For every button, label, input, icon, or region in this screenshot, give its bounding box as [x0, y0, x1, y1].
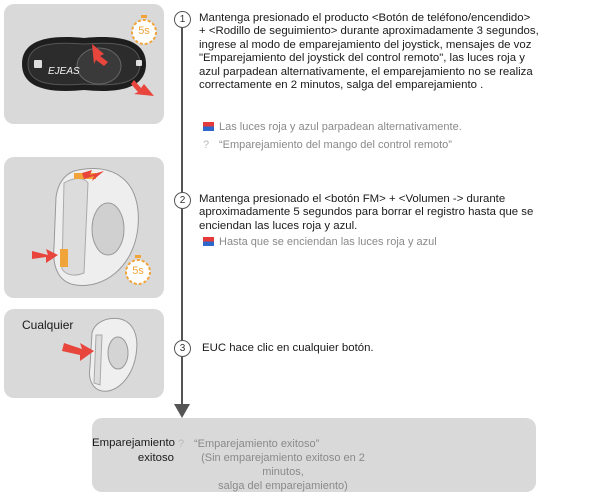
step-number-3: 3: [174, 340, 191, 357]
flow-line: [181, 22, 183, 410]
step2-illustration: 5s: [4, 157, 164, 298]
step-number-1: 1: [174, 11, 191, 28]
red-blue-light-icon: [203, 237, 214, 246]
intercom-side-image: [32, 167, 139, 286]
press-arrow-icon: [62, 343, 94, 361]
stopwatch-icon: 5s: [122, 254, 154, 286]
voice-note-text: “Emparejamiento del mango del control re…: [219, 139, 452, 151]
intercom-device-image: EJEAS: [22, 37, 154, 96]
timer-label: 5s: [138, 25, 150, 37]
light-note-text: Las luces roja y azul parpadean alternat…: [219, 121, 462, 133]
step1-illustration: EJEAS 5s: [4, 4, 164, 124]
red-blue-light-icon: [203, 122, 214, 131]
result-voice-text: “Emparejamiento exitoso”: [194, 438, 320, 450]
step1-line: correctamente en 2 minutos, salga del em…: [199, 79, 484, 92]
result-note: (Sin emparejamiento exitoso en 2 minutos…: [198, 451, 368, 493]
flow-arrow-icon: [174, 404, 190, 418]
step3-text: EUC hace clic en cualquier botón.: [202, 342, 592, 355]
stopwatch-icon: 5s: [128, 14, 160, 46]
timer-label: 5s: [132, 265, 144, 277]
step1-line: "Emparejamiento del joystick del control…: [199, 52, 525, 65]
press-arrow-icon: [92, 44, 108, 66]
step2-line: enciendan las luces roja y azul.: [199, 219, 358, 232]
step2-light-note: Hasta que se enciendan las luces roja y …: [203, 236, 437, 249]
device-logo: EJEAS: [48, 66, 80, 77]
voice-prompt-icon: ?: [203, 139, 210, 151]
result-voice: ? “Emparejamiento exitoso”: [178, 437, 319, 451]
press-arrow-icon: [131, 80, 154, 96]
remote-image: [62, 317, 138, 392]
result-note-line: (Sin emparejamiento exitoso en 2 minutos…: [201, 452, 365, 478]
step1-line: Mantenga presionado el producto <Botón d…: [199, 12, 531, 24]
voice-prompt-icon: ?: [178, 438, 185, 450]
step2-line: aproximadamente 5 segundos para borrar e…: [199, 206, 534, 219]
result-label-line: Emparejamiento: [92, 437, 175, 449]
result-label-line: exitoso: [137, 452, 174, 464]
step1-line: azul parpadean alternativamente, el empa…: [199, 65, 533, 78]
press-arrow-icon: [82, 170, 104, 181]
step2-line: Mantenga presionado el <botón FM> + <Vol…: [199, 193, 506, 205]
step1-voice-note: ? “Emparejamiento del mango del control r…: [203, 139, 452, 152]
step2-text: Mantenga presionado el <botón FM> + <Vol…: [199, 193, 599, 233]
step3-line: EUC hace clic en cualquier botón.: [202, 342, 374, 354]
step3-illustration: Cualquier: [4, 309, 164, 398]
panel-label-cualquier: Cualquier: [22, 318, 74, 332]
step1-line: + <Rodillo de seguimiento> durante aprox…: [199, 25, 539, 38]
step-number-2: 2: [174, 192, 191, 209]
result-note-line: salga del emparejamiento): [218, 480, 348, 492]
step1-light-note: Las luces roja y azul parpadean alternat…: [203, 121, 462, 134]
step1-line: ingrese al modo de emparejamiento del jo…: [199, 38, 532, 51]
result-label: Emparejamiento exitoso: [92, 436, 175, 466]
result-box: Emparejamiento exitoso ? “Emparejamiento …: [92, 418, 536, 492]
step1-text: Mantenga presionado el producto <Botón d…: [199, 12, 599, 92]
light-note-text: Hasta que se enciendan las luces roja y …: [219, 236, 437, 248]
press-arrow-icon: [32, 249, 58, 263]
